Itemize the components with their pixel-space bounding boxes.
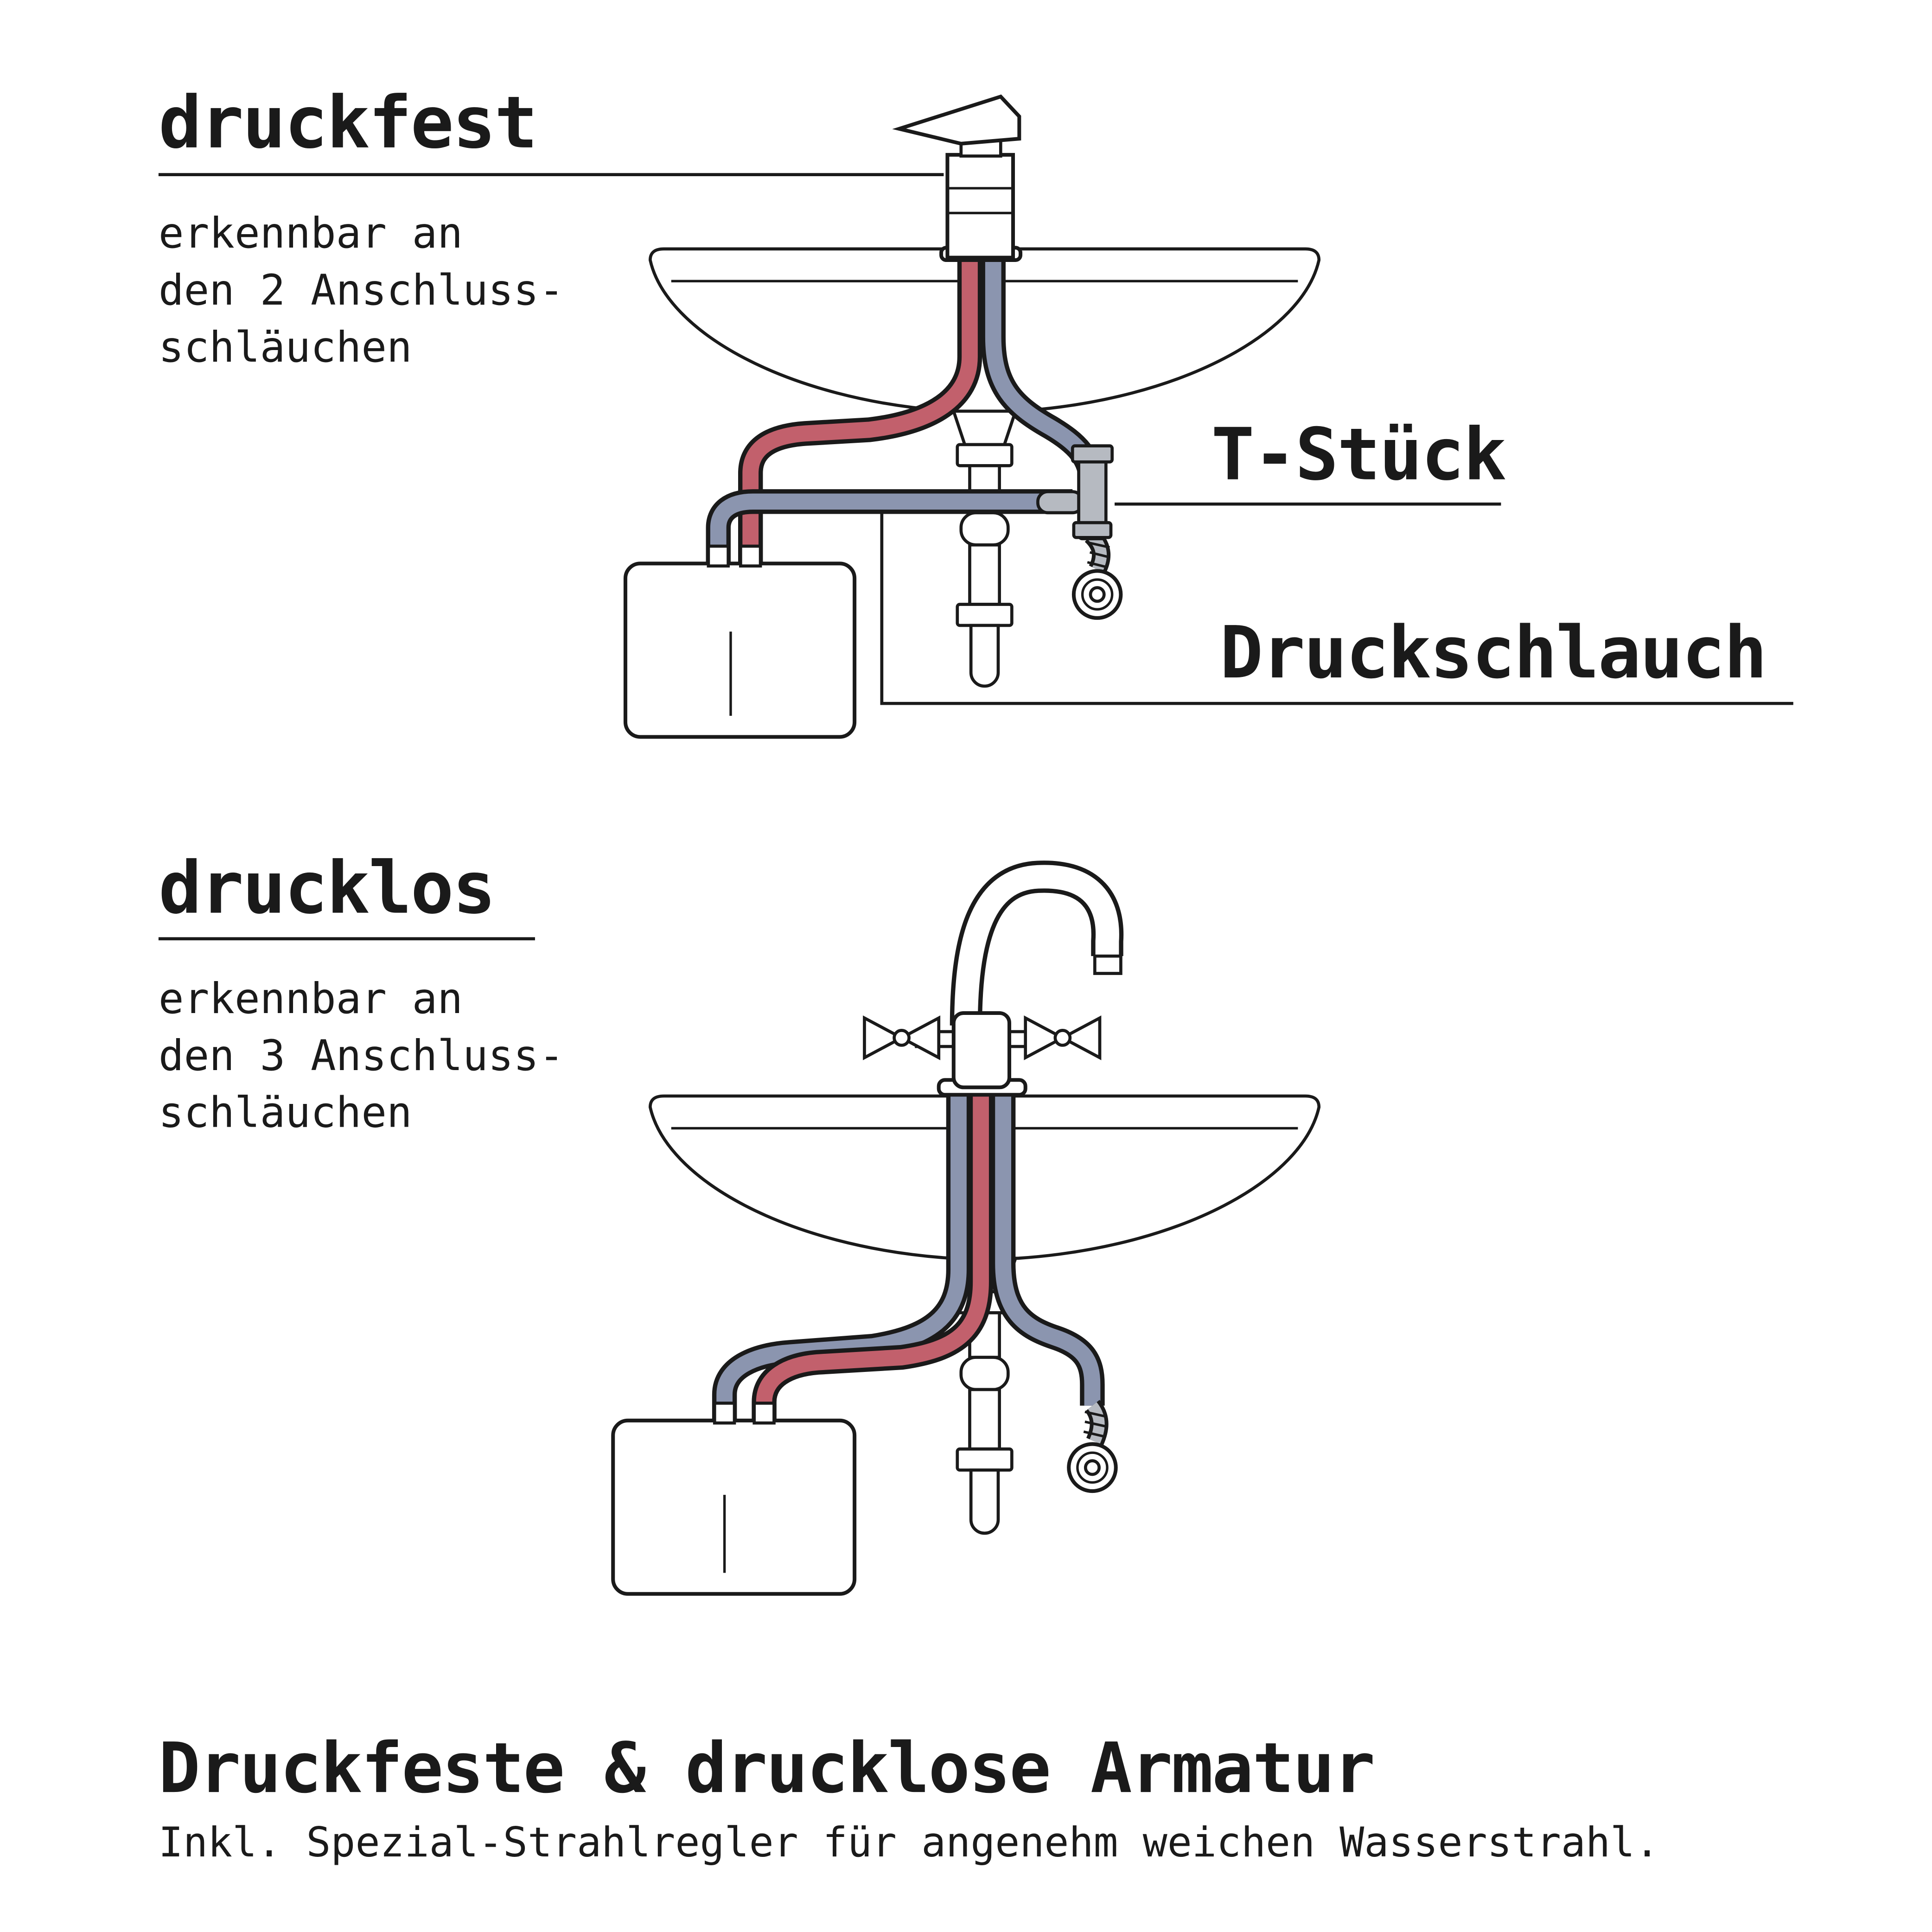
heading-drucklos: drucklos <box>158 846 496 931</box>
low-pressure-faucet-icon <box>863 861 1124 1097</box>
hot-water-hose <box>752 1090 994 1424</box>
instant-water-heater <box>611 1402 857 1596</box>
description-line: den 2 Anschluss- <box>158 266 564 316</box>
drain-trap-icon <box>956 443 1014 688</box>
description-line: den 3 Anschluss- <box>158 1032 564 1081</box>
description-line: schläuchen <box>158 323 412 373</box>
angle-valve-icon <box>1067 1442 1118 1493</box>
drucklos-description: erkennbar an den 3 Anschluss- schläuchen <box>159 971 564 1142</box>
druckfest-description: erkennbar an den 2 Anschluss- schläuchen <box>159 205 564 376</box>
label-t-stueck: T-Stück <box>1211 412 1506 497</box>
label-druckschlauch: Druckschlauch <box>1220 610 1767 695</box>
faucet-handle-icon <box>1024 1015 1102 1060</box>
faucet-handle-icon <box>863 1015 941 1060</box>
faucet-lever-icon <box>892 94 1021 146</box>
t-piece-icon <box>1036 444 1114 541</box>
flex-hose-icon <box>1083 1400 1109 1446</box>
instant-water-heater <box>623 544 857 739</box>
pressure-faucet-icon <box>892 94 1023 262</box>
description-line: schläuchen <box>158 1088 412 1138</box>
description-line: erkennbar an <box>158 975 463 1025</box>
angle-valve-icon <box>1071 569 1123 620</box>
heading-druckfest: druckfest <box>158 80 538 165</box>
footer-subtitle: Inkl. Spezial-Strahlregler für angenehm … <box>158 1818 1660 1867</box>
description-line: erkennbar an <box>158 209 463 259</box>
cold-water-hose <box>990 1090 1105 1406</box>
cold-water-hose <box>712 1090 971 1424</box>
drucklos-diagram <box>611 861 1321 1596</box>
hot-water-hose <box>738 254 982 570</box>
footer-title: Druckfeste & drucklose Armatur <box>158 1728 1375 1810</box>
